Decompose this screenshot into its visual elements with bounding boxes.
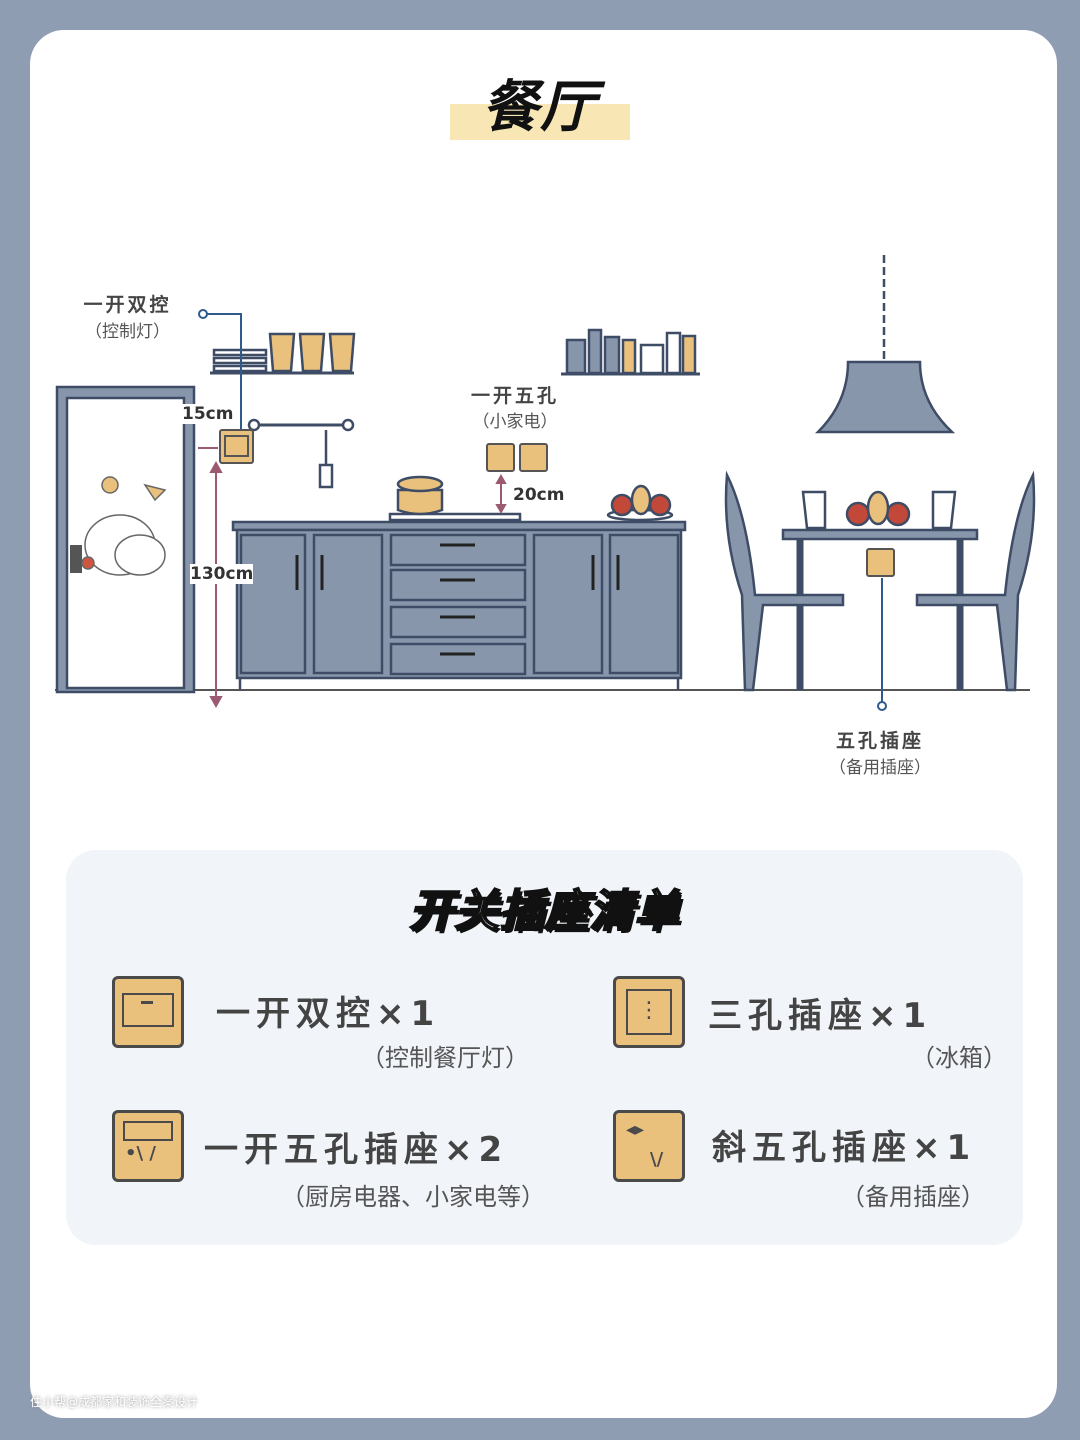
outlet-device	[519, 443, 548, 472]
checklist-panel: 开关插座清单 一开双控×1 （控制餐厅灯） ⋮ 三孔插座×1 （冰箱） •\ /…	[66, 850, 1023, 1245]
title-highlight	[450, 104, 630, 140]
door-handle	[70, 545, 82, 573]
spare-note: （备用插座）	[829, 758, 931, 778]
switch-five-hole-socket-icon: •\ /	[112, 1110, 184, 1182]
slanted-five-hole-socket-icon: ◂▸ \/	[613, 1110, 685, 1182]
outlet-device	[486, 443, 515, 472]
item-name: 斜五孔插座×1	[712, 1128, 977, 1168]
item-name: 三孔插座×1	[708, 996, 933, 1036]
chairs	[724, 470, 1036, 692]
spare-outlet-device	[866, 548, 895, 577]
item-note: （厨房电器、小家电等）	[281, 1183, 545, 1211]
pot	[396, 488, 444, 516]
three-hole-socket-icon: ⋮	[613, 976, 685, 1048]
switch-label: 一开双控	[83, 294, 172, 316]
dim-height: 130cm	[190, 564, 254, 584]
books	[565, 328, 697, 375]
cups	[268, 332, 356, 373]
item-name: 一开双控×1	[216, 994, 441, 1034]
title-text: 餐厅	[482, 75, 598, 140]
spare-label: 五孔插座	[835, 730, 924, 752]
dim-side: 15cm	[182, 404, 234, 424]
item-note: （控制餐厅灯）	[361, 1044, 529, 1072]
outlet5-note: （小家电）	[472, 412, 558, 432]
switch-note: （控制灯）	[85, 322, 170, 342]
page-title: 餐厅	[450, 62, 630, 140]
switch-device	[219, 429, 254, 464]
item-note: （备用插座）	[841, 1183, 985, 1211]
outlet5-label: 一开五孔	[470, 385, 559, 407]
item-note: （冰箱）	[911, 1044, 1007, 1072]
dim-counter: 20cm	[513, 485, 565, 505]
item-name: 一开五孔插座×2	[204, 1130, 509, 1170]
pendant-lamp	[814, 255, 956, 434]
watermark: 住小帮@成都家和装饰全案设计	[30, 1395, 199, 1409]
dining-room-illustration	[55, 255, 1036, 711]
single-switch-icon	[112, 976, 184, 1048]
door-sticker	[81, 476, 167, 576]
spatula	[318, 463, 334, 489]
dimension-arrows	[198, 447, 507, 709]
dining-table	[781, 528, 979, 541]
checklist-title: 开关插座清单	[409, 885, 680, 938]
